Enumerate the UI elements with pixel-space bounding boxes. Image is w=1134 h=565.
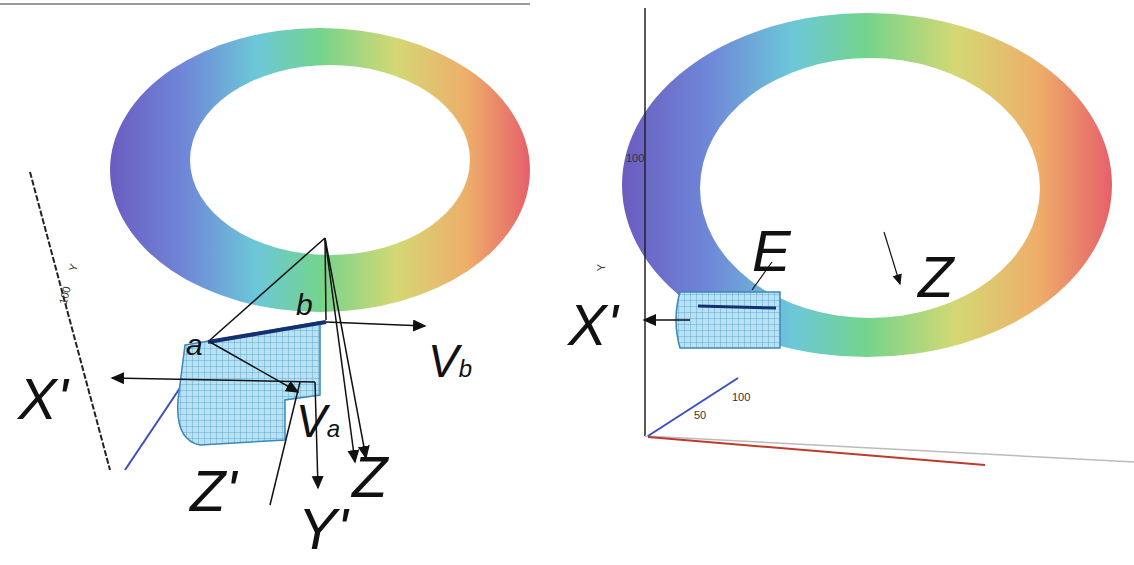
vector-label: E [752,222,791,280]
axis-label: Z' [190,462,237,520]
point-label: a [186,330,203,360]
tick-label: 100 [626,153,644,164]
tick-label: 100 [57,285,72,306]
axis-label: X' [18,370,68,428]
axis-label: Z [918,248,953,306]
axis-title: Y [67,263,80,273]
axis-title: Y [596,264,607,271]
axis-label: Y' [298,500,348,558]
axis-label: Z [352,448,387,506]
tick-label: 50 [694,410,706,421]
velocity-label: Va [296,398,340,444]
point-label: b [296,290,313,320]
tick-label: 100 [732,392,750,403]
velocity-label: Vb [428,338,472,384]
axis-label: X' [568,296,618,354]
